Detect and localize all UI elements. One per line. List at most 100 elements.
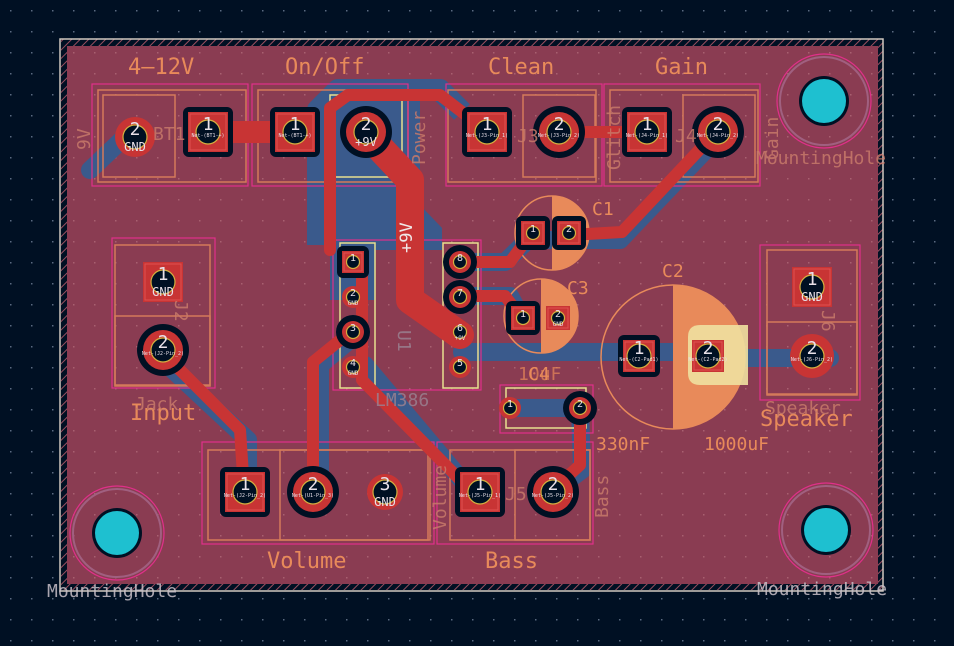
- pad-number: 1: [158, 264, 169, 285]
- pad-net-label: Net-(BT1-+): [278, 133, 311, 139]
- pad-number: 2: [566, 224, 572, 235]
- pad-hole: [695, 343, 721, 369]
- pad-number: 3: [350, 323, 356, 334]
- pad-c1-2[interactable]: 2: [552, 216, 586, 250]
- pad-number: 1: [642, 114, 653, 135]
- pad-net-label: Net-(C2-Pad2): [688, 357, 727, 363]
- label-c3: C3: [567, 278, 589, 299]
- label-speaker-ref: Speaker: [765, 398, 841, 419]
- trace-9v-main: [351, 118, 474, 349]
- pad-number: 2: [555, 309, 561, 320]
- label-on-off: On/Off: [285, 55, 364, 80]
- pad-c3-1[interactable]: 1: [506, 301, 540, 335]
- pad-hole: [705, 119, 731, 145]
- pad-net-label: GND: [553, 321, 564, 328]
- pad-net-label: Net-(C2-Pad1): [619, 357, 658, 363]
- pad-u1-6[interactable]: 6+9V: [449, 321, 471, 343]
- pad-net-label: GND: [124, 140, 146, 154]
- pad-hole: [452, 289, 468, 305]
- label-9v-side: 9V: [74, 128, 95, 150]
- pad-number: 6: [457, 323, 463, 334]
- pad-net-label: Net-(BT1-+): [191, 133, 224, 139]
- mounting-hole-bottom-left[interactable]: [72, 488, 162, 578]
- silkscreen-text: 4–12V On/Off Clean Gain Input Volume Bas…: [128, 55, 853, 574]
- pad-hole: [561, 225, 577, 241]
- pad-number: 1: [203, 114, 214, 135]
- pad-net-label: Net-(J3-Pin_1): [466, 133, 508, 139]
- pad-net-label: GND: [348, 370, 359, 377]
- pad-hole: [452, 324, 468, 340]
- pad-u1-5[interactable]: 5: [449, 356, 471, 378]
- pad-hole: [467, 479, 493, 505]
- pad-number: 2: [548, 474, 559, 495]
- pad-hole: [550, 310, 566, 326]
- mounting-holes: [72, 56, 871, 578]
- pad-number: 4: [350, 358, 356, 369]
- pad-number: 2: [130, 119, 141, 140]
- pad-number: 1: [482, 114, 493, 135]
- pad-number: 5: [457, 358, 463, 369]
- pad-hole: [634, 119, 660, 145]
- pad-number: 2: [350, 288, 356, 299]
- pad-u1-1[interactable]: 1: [337, 246, 369, 278]
- pad-net-label: Net-(J5-Pin_1): [459, 493, 501, 499]
- pad-c4-1[interactable]: 1: [499, 397, 521, 419]
- pad-sw-2[interactable]: 2+9V: [340, 106, 392, 158]
- mounting-hole-bottom-right[interactable]: [781, 485, 871, 575]
- pad-hole: [799, 343, 825, 369]
- pad-hole: [150, 269, 176, 295]
- pad-number: 2: [577, 399, 583, 410]
- pad-number: 2: [158, 332, 169, 353]
- pad-u1-3[interactable]: 3: [336, 315, 370, 349]
- pad-c1-1[interactable]: 1: [516, 216, 550, 250]
- pads-layer: 2GND1Net-(BT1-+)1Net-(BT1-+)2+9V1Net-(J3…: [115, 106, 834, 518]
- pad-net-label: Net-(J4-Pin_1): [626, 133, 668, 139]
- pad-number: 1: [634, 338, 645, 359]
- pad-hole: [452, 254, 468, 270]
- label-mountinghole-tr: MountingHole: [756, 148, 886, 169]
- pad-number: 1: [350, 253, 356, 264]
- pad-number: 1: [807, 269, 818, 290]
- mounting-hole-top-right[interactable]: [779, 56, 869, 146]
- label-c1: C1: [592, 199, 614, 220]
- label-j3: J3: [517, 126, 539, 147]
- pad-hole: [345, 289, 361, 305]
- pad-u1-7[interactable]: 7: [443, 280, 477, 314]
- pad-net-label: Net-(J3-Pin_2): [538, 133, 580, 139]
- pad-hole: [345, 359, 361, 375]
- pad-number: 3: [380, 474, 391, 495]
- pad-net-label: +9V: [355, 135, 377, 149]
- pad-u1-8[interactable]: 8: [443, 245, 477, 279]
- pad-number: 1: [290, 114, 301, 135]
- label-j6: J6: [817, 310, 838, 332]
- label-clean: Clean: [488, 55, 554, 80]
- pad-hole: [353, 119, 379, 145]
- pad-c4-2[interactable]: 2: [563, 391, 597, 425]
- pad-net-label: Net-(J5-Pin_2): [532, 493, 574, 499]
- label-speaker: Speaker: [760, 407, 853, 432]
- pad-hole: [546, 119, 572, 145]
- label-bass-side: Bass: [592, 475, 613, 518]
